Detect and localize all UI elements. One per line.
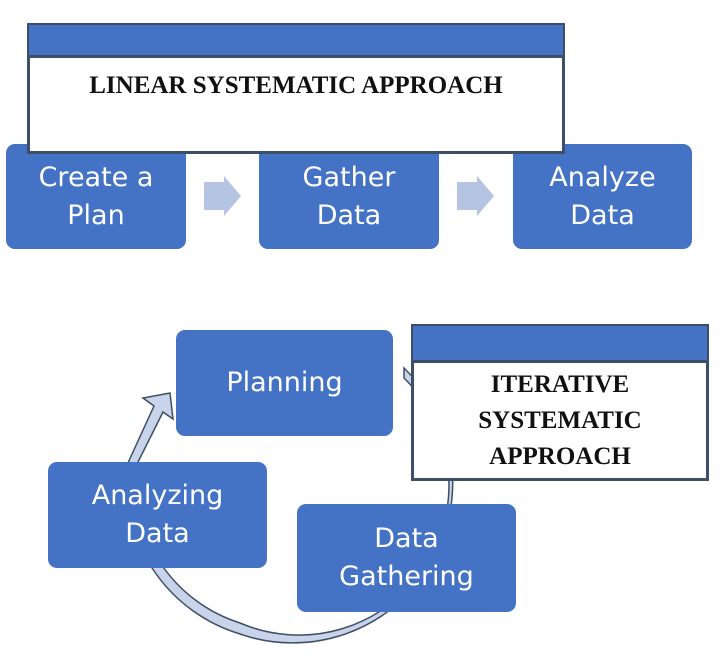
linear-title-bar <box>27 23 565 57</box>
step-arrow-2 <box>457 176 494 216</box>
linear-step-analyze-data: Analyze Data <box>513 144 692 249</box>
iterative-title-bar <box>411 324 709 362</box>
iterative-title: ITERATIVE SYSTEMATIC APPROACH <box>411 360 709 481</box>
linear-step-gather-data: Gather Data <box>259 144 439 249</box>
linear-step-create-plan: Create a Plan <box>6 144 186 249</box>
iterative-step-data-gathering: Data Gathering <box>297 504 516 612</box>
iterative-step-analyzing-data: Analyzing Data <box>48 462 267 568</box>
step-arrow-1 <box>204 176 241 216</box>
iterative-step-planning: Planning <box>176 330 393 436</box>
linear-title: LINEAR SYSTEMATIC APPROACH <box>27 55 565 154</box>
